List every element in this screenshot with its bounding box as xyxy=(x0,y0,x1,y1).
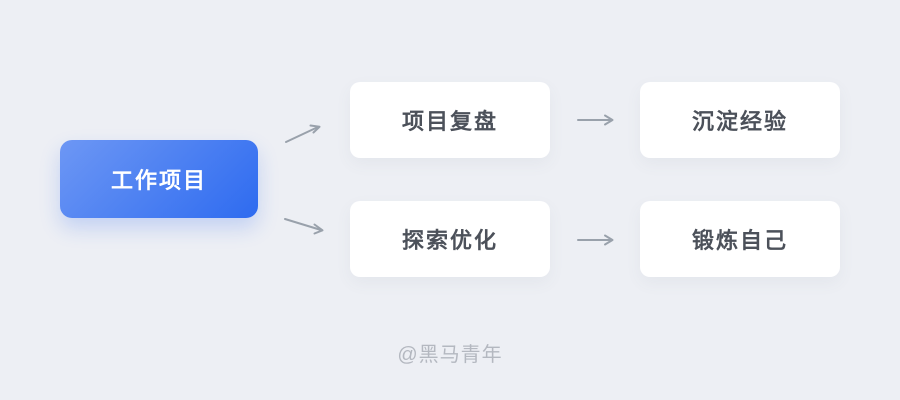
diagram-node-label: 项目复盘 xyxy=(401,109,498,134)
arrow-right-icon xyxy=(577,234,614,246)
diagram-node-label: 锻炼自己 xyxy=(691,228,788,253)
arrow-split-top xyxy=(282,118,326,148)
diagram-node-train-yourself: 锻炼自己 xyxy=(640,201,840,277)
watermark-credit: @黑马青年 xyxy=(397,344,503,366)
diagram-node-accumulate-experience: 沉淀经验 xyxy=(640,82,840,158)
arrow-top-row xyxy=(575,111,617,129)
diagram-node-label: 探索优化 xyxy=(401,228,498,253)
diagram-node-explore-optimize: 探索优化 xyxy=(350,201,550,277)
arrow-bottom-row xyxy=(575,231,617,249)
arrow-right-icon xyxy=(577,114,614,126)
arrow-up-right-icon xyxy=(285,124,321,143)
diagram-node-project-review: 项目复盘 xyxy=(350,82,550,158)
diagram-node-label: 沉淀经验 xyxy=(691,109,788,134)
diagram-node-label: 工作项目 xyxy=(110,168,207,193)
arrow-split-bottom xyxy=(281,212,327,238)
arrow-down-right-icon xyxy=(284,218,324,235)
diagram-node-work-project: 工作项目 xyxy=(60,140,258,218)
